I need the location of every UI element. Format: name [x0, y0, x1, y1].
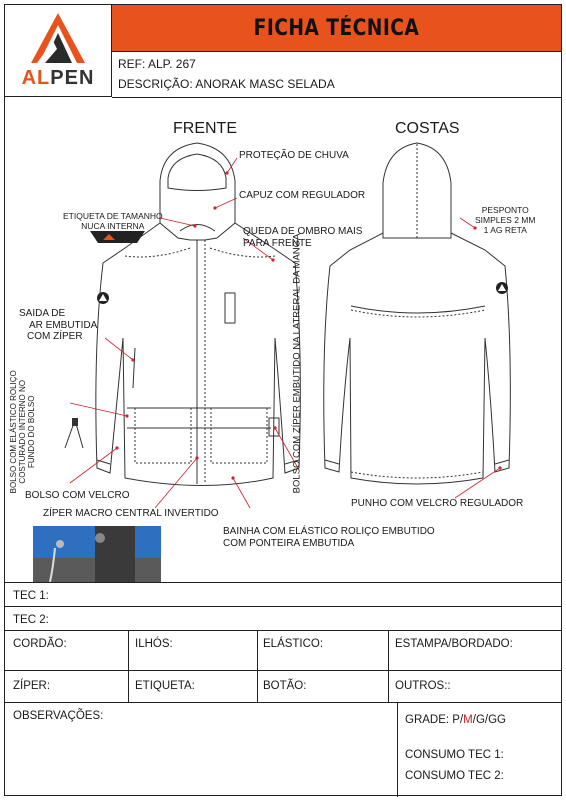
- label-hood-adjuster: CAPUZ COM REGULADOR: [239, 190, 366, 201]
- page-title: FICHA TÉCNICA: [253, 15, 420, 41]
- hem-detail-photo: [33, 526, 161, 582]
- label-inner-pocket-line1: BOLSO COM ELÁSTICO ROLIÇO: [9, 370, 19, 494]
- title-bar: FICHA TÉCNICA: [112, 5, 561, 52]
- label-stitch: PESPONTO SIMPLES 2 MM 1 AG RETA: [475, 205, 536, 235]
- row-divider: [5, 630, 561, 631]
- grade-size-m: M: [463, 714, 473, 726]
- label-inner-pocket-line2: COSTURADO INTERNO NO: [18, 380, 28, 484]
- label-inner-pocket: BOLSO COM ELÁSTICO ROLIÇO COSTURADO INTE…: [9, 362, 37, 502]
- tec1-label: TEC 1:: [13, 590, 49, 602]
- ref-code: REF: ALP. 267: [118, 57, 196, 71]
- mountain-logo-icon: [31, 13, 85, 63]
- label-macro-zipper: ZÍPER MACRO CENTRAL INVERTIDO: [43, 508, 219, 519]
- tec2-label: TEC 2:: [13, 614, 49, 626]
- label-air-outlet-line3: COM ZÍPER: [27, 331, 83, 342]
- outros-label: OUTROS::: [395, 680, 451, 692]
- grade-size-rest: /G/GG: [472, 714, 506, 726]
- elastico-label: ELÁSTICO:: [263, 638, 324, 650]
- label-size-tag-line2: NUCA INTERNA: [81, 220, 145, 231]
- label-shoulder-drop-line1: QUEDA DE OMBRO MAIS: [243, 226, 363, 237]
- front-hood: [159, 142, 236, 241]
- label-stitch-line1: PESPONTO: [481, 205, 529, 215]
- label-hem: BAINHA COM ELÁSTICO ROLIÇO EMBUTIDO COM …: [223, 526, 435, 549]
- label-inner-pocket-line3: FUNDO DO BOLSO: [27, 395, 37, 469]
- size-label-icon: [90, 231, 145, 243]
- row-divider: [5, 702, 561, 703]
- column-divider: [388, 630, 389, 702]
- row-divider: [5, 606, 561, 607]
- logo-text: ALPEN: [5, 67, 111, 90]
- label-shoulder-drop: QUEDA DE OMBRO MAIS PARA FRENTE: [243, 226, 362, 249]
- label-hem-line2: COM PONTEIRA EMBUTIDA: [223, 537, 355, 549]
- back-hood: [382, 142, 452, 239]
- logo-text-part2: PEN: [50, 67, 95, 89]
- ziper-label: ZÍPER:: [13, 680, 51, 692]
- label-shoulder-drop-line2: PARA FRENTE: [243, 237, 312, 249]
- grade-size-p: P/: [452, 714, 464, 726]
- label-cuff: PUNHO COM VELCRO REGULADOR: [351, 498, 524, 509]
- label-air-outlet-line1: SAIDA DE: [19, 308, 66, 319]
- observacoes-label: OBSERVAÇÕES:: [13, 710, 104, 722]
- jacket-technical-drawing: [33, 142, 511, 582]
- cordao-label: CORDÃO:: [13, 638, 67, 650]
- tech-sheet: ALPEN FICHA TÉCNICA REF: ALP. 267 DESCRI…: [4, 4, 562, 797]
- row-divider: [5, 670, 561, 671]
- label-rain-protection: PROTEÇÃO DE CHUVA: [239, 150, 349, 161]
- product-description: DESCRIÇÃO: ANORAK MASC SELADA: [118, 77, 335, 91]
- consumo-tec2-label: CONSUMO TEC 2:: [405, 770, 504, 782]
- label-size-tag: ETIQUETA DE TAMANHO NUCA INTERNA: [63, 211, 163, 232]
- etiqueta-label: ETIQUETA:: [135, 680, 195, 692]
- consumo-tec1-label: CONSUMO TEC 1:: [405, 749, 504, 761]
- label-stitch-line3: 1 AG RETA: [483, 224, 527, 235]
- logo: ALPEN: [5, 5, 112, 97]
- label-hem-line1: BAINHA COM ELÁSTICO ROLIÇO EMBUTIDO: [223, 526, 435, 537]
- grade-label: GRADE: P/M/G/GG: [405, 714, 506, 726]
- label-air-outlet-line2: AR EMBUTIDA: [29, 319, 98, 331]
- grade-label-text: GRADE:: [405, 714, 453, 726]
- front-view-title: FRENTE: [173, 120, 237, 137]
- back-view-title: COSTAS: [395, 120, 460, 137]
- label-air-outlet: SAIDA DE AR EMBUTIDA COM ZÍPER: [19, 308, 97, 343]
- label-size-tag-line1: ETIQUETA DE TAMANHO: [63, 211, 163, 221]
- drawing-area: FRENTE COSTAS: [5, 98, 560, 582]
- label-stitch-line2: SIMPLES 2 MM: [475, 214, 536, 225]
- back-body: [323, 232, 511, 485]
- column-divider: [128, 630, 129, 702]
- label-sleeve-zip-pocket: BOLSO COM ZÍPER EMBUTIDO NA LATRERAL DA …: [291, 233, 303, 494]
- estampa-label: ESTAMPA/BORDADO:: [395, 638, 513, 650]
- column-divider: [257, 630, 258, 702]
- row-divider: [5, 582, 561, 583]
- front-body: [95, 222, 301, 486]
- botao-label: BOTÃO:: [263, 680, 307, 692]
- label-velcro-pocket: BOLSO COM VELCRO: [25, 490, 130, 501]
- logo-text-part1: AL: [21, 67, 51, 89]
- ilhos-label: ILHÓS:: [135, 638, 173, 650]
- column-divider: [397, 702, 398, 797]
- header-divider: [112, 97, 561, 98]
